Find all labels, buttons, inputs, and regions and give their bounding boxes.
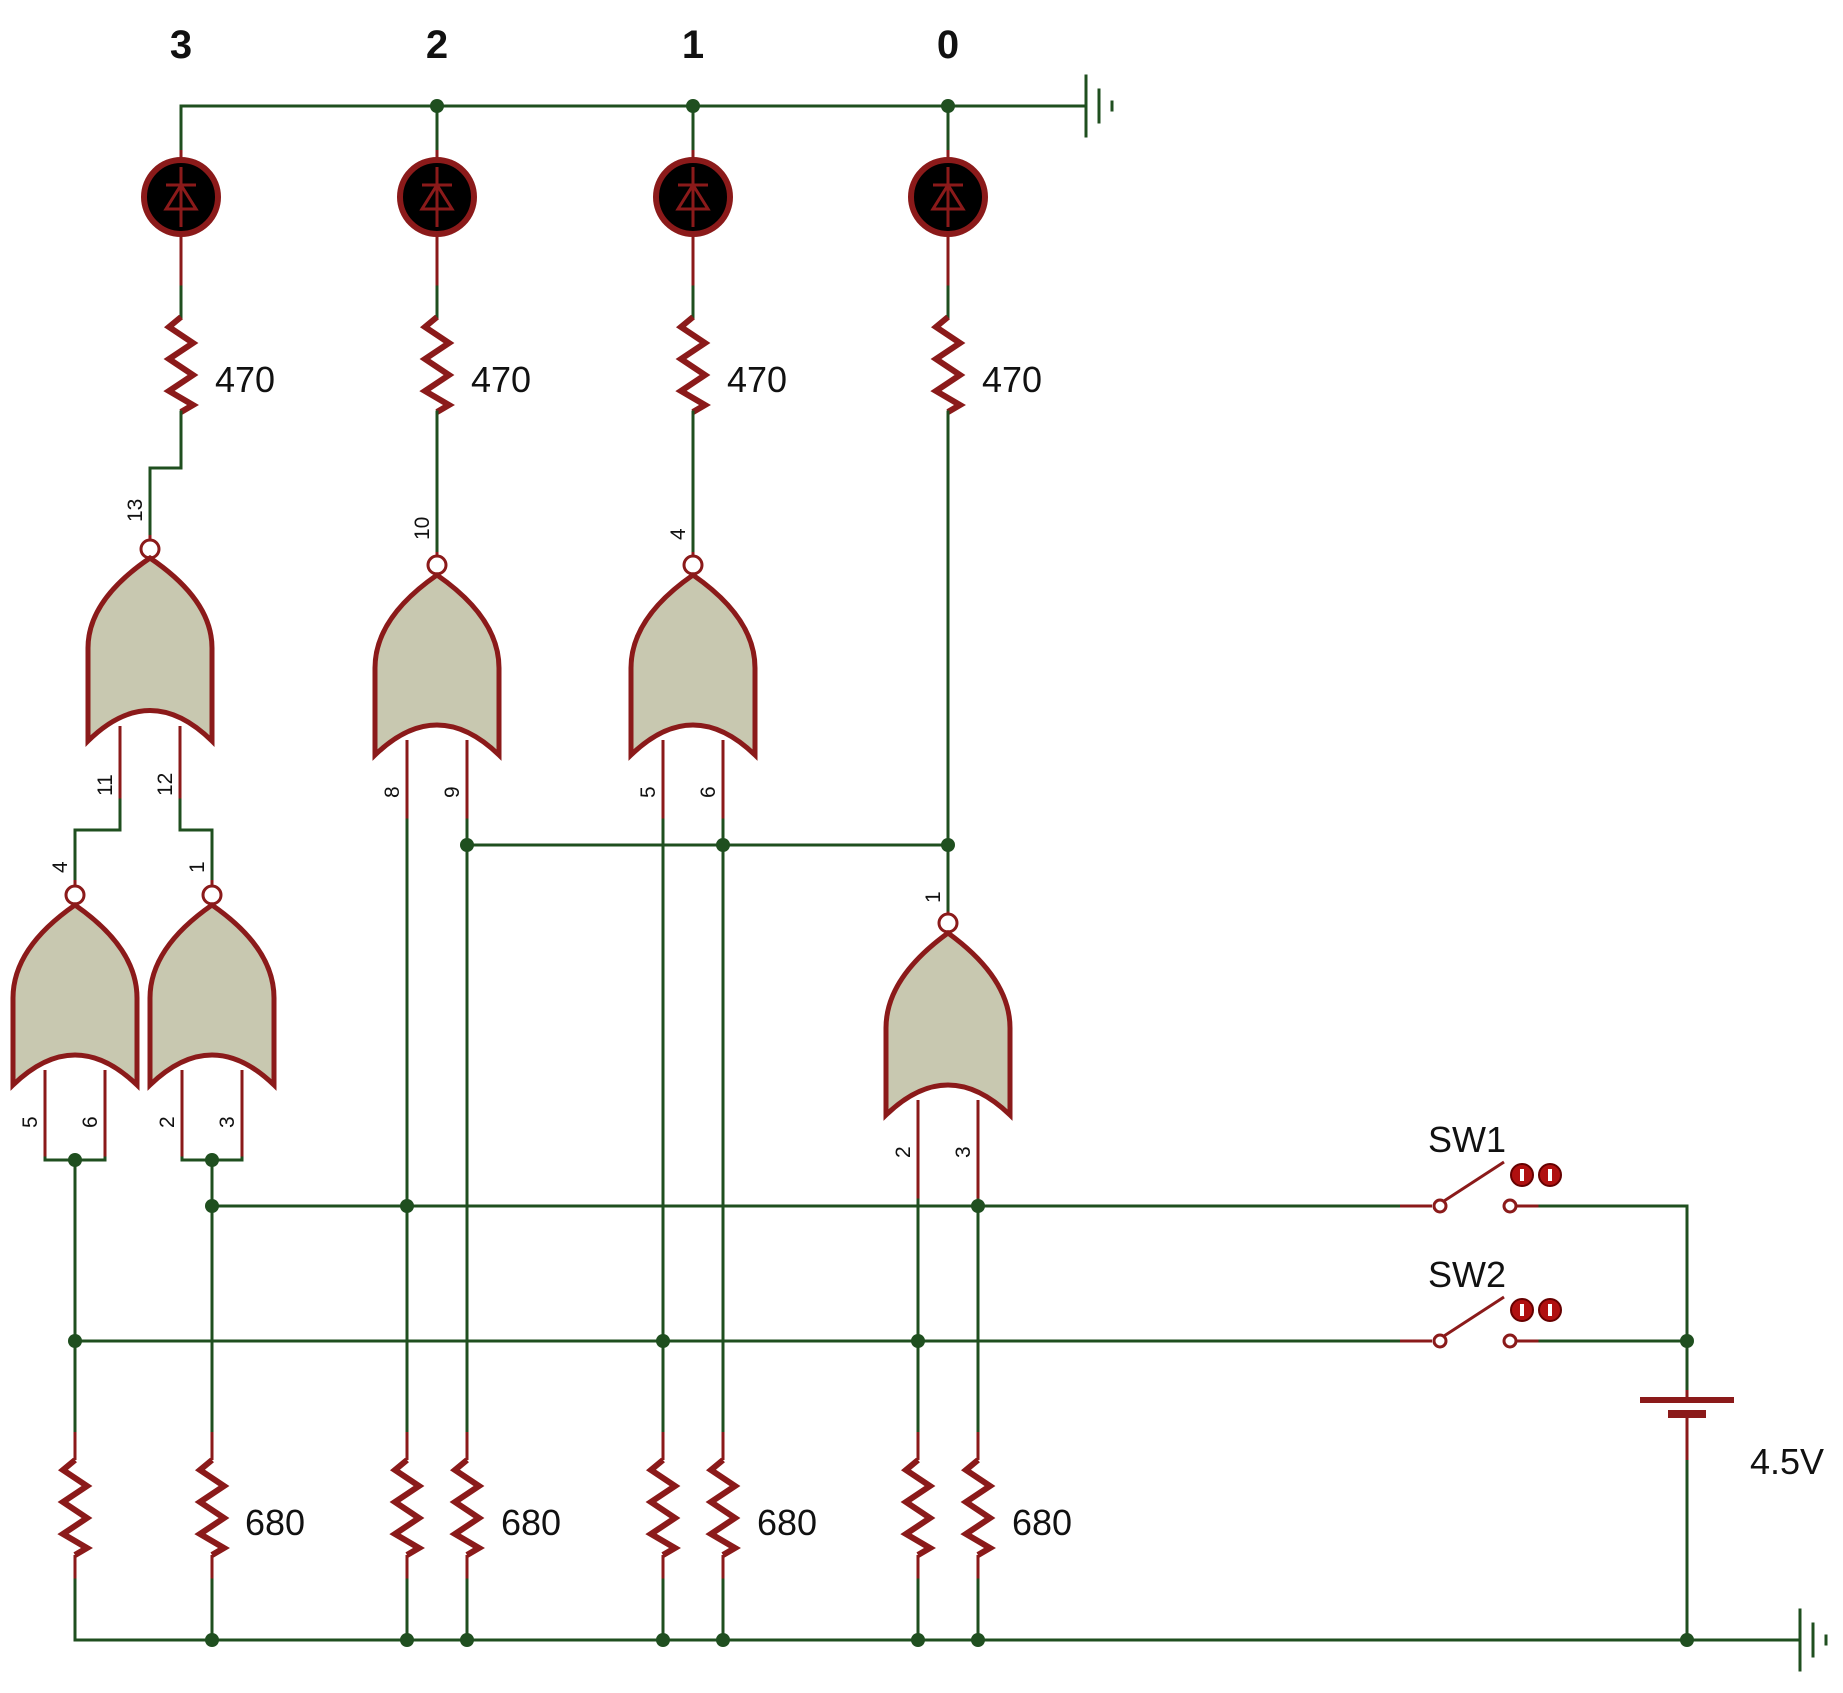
ground-symbol-top [1084, 74, 1114, 138]
junction-dot [971, 1633, 985, 1647]
switch-sw2[interactable] [1400, 1295, 1562, 1349]
junction-dot [205, 1199, 219, 1213]
resistor-value-label: 680 [245, 1502, 305, 1543]
bit-label-1: 1 [682, 23, 704, 67]
resistor-680 [705, 1432, 741, 1580]
pin-label: 2 [892, 1146, 915, 1158]
resistor-680 [57, 1432, 93, 1580]
resistor-value-label: 470 [982, 359, 1042, 400]
junction-dot [460, 1633, 474, 1647]
junction-dot [1680, 1334, 1694, 1348]
battery [1640, 1390, 1734, 1460]
junction-dot [400, 1633, 414, 1647]
pin-label: 1 [922, 891, 945, 903]
resistor-680 [449, 1432, 485, 1580]
pin-label: 4 [49, 861, 72, 873]
pin-label: 5 [637, 786, 660, 798]
bit-label-3: 3 [170, 23, 192, 67]
pin-label: 13 [124, 499, 147, 522]
junction-dot [656, 1334, 670, 1348]
vertical-input-wires [73, 818, 980, 1434]
pin-label: 1 [186, 861, 209, 873]
junction-dot [941, 99, 955, 113]
bit-label-0: 0 [937, 23, 959, 67]
pin-label: 4 [667, 528, 690, 540]
led-bit-3 [141, 150, 221, 287]
pin-label: 3 [952, 1146, 975, 1158]
bit-label-2: 2 [426, 23, 448, 67]
resistor-470-bit-1 [675, 285, 711, 442]
pin-label: 12 [154, 773, 177, 796]
bit3-inner-wires [73, 798, 214, 882]
pin-label: 5 [19, 1116, 42, 1128]
supply-wiring [1538, 1204, 1689, 1642]
xor-gate-bit-3-left: 4 5 6 [10, 861, 140, 1158]
resistor-680 [645, 1432, 681, 1580]
pin-label: 10 [411, 517, 434, 540]
resistor-470-bit-2 [419, 285, 455, 442]
resistor-680 [960, 1432, 996, 1580]
pin-label: 9 [441, 786, 464, 798]
resistor-470-bit-0 [930, 285, 966, 442]
resistor-value-label: 470 [727, 359, 787, 400]
junction-dot [430, 99, 444, 113]
led-bit-0 [908, 150, 988, 287]
junction-dot [68, 1334, 82, 1348]
junction-dot [941, 838, 955, 852]
output-wires [148, 438, 950, 847]
junction-dot [686, 99, 700, 113]
nor-gate-bit-3-right: 1 2 3 [147, 861, 277, 1158]
junction-dot [911, 1334, 925, 1348]
junction-dot [400, 1199, 414, 1213]
switch-label-sw2: SW2 [1428, 1254, 1506, 1295]
xor-gate-bit-2: 10 8 9 [372, 517, 502, 820]
pin-label: 3 [216, 1116, 239, 1128]
pin-label: 6 [79, 1116, 102, 1128]
bottom-ground-rail [73, 1578, 1802, 1642]
resistor-value-label: 680 [501, 1502, 561, 1543]
resistor-value-label: 680 [1012, 1502, 1072, 1543]
top-ground-rail [179, 104, 1088, 152]
junction-dot [205, 1633, 219, 1647]
junction-dot [205, 1153, 219, 1167]
resistor-470-bit-3 [163, 285, 199, 442]
resistor-680 [900, 1432, 936, 1580]
junction-dot [656, 1633, 670, 1647]
resistor-value-label: 470 [215, 359, 275, 400]
resistor-680 [389, 1432, 425, 1580]
pin-label: 2 [156, 1116, 179, 1128]
junction-dot [911, 1633, 925, 1647]
ground-symbol-bottom [1798, 1608, 1828, 1672]
resistor-value-label: 470 [471, 359, 531, 400]
junction-dot [971, 1199, 985, 1213]
pin-label: 11 [94, 774, 117, 796]
xor-gate-bit-1: 4 5 6 [628, 528, 758, 820]
pin-label: 6 [697, 786, 720, 798]
nor-gate-bit-0: 1 2 3 [883, 891, 1013, 1200]
led-bit-2 [397, 150, 477, 287]
junction-dot [68, 1153, 82, 1167]
led-bit-1 [653, 150, 733, 287]
junction-dot [1680, 1633, 1694, 1647]
battery-voltage-label: 4.5V [1750, 1441, 1824, 1482]
nor-gate-bit-3: 13 11 12 [85, 499, 215, 824]
resistor-680 [194, 1432, 230, 1580]
resistor-value-label: 680 [757, 1502, 817, 1543]
switch-label-sw1: SW1 [1428, 1119, 1506, 1160]
switch-sw1[interactable] [1400, 1160, 1562, 1214]
junction-dot [716, 1633, 730, 1647]
pin-label: 8 [381, 786, 404, 798]
